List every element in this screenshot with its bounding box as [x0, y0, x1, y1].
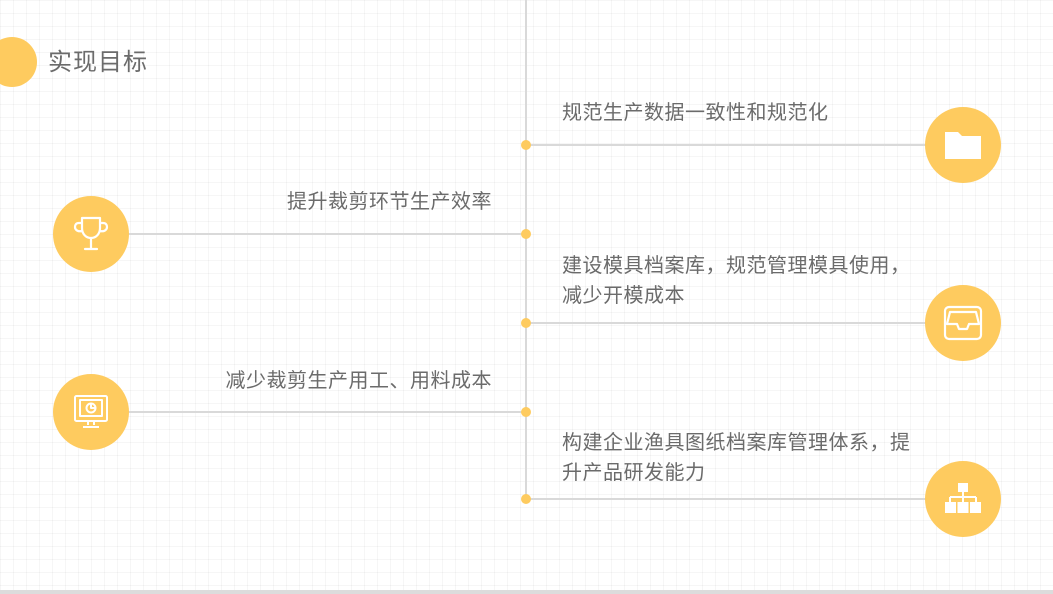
goal-1-icon-circle [925, 107, 1001, 183]
org-chart-icon [944, 482, 982, 516]
goal-4-icon-circle [53, 374, 129, 450]
goal-5-label: 构建企业渔具图纸档案库管理体系，提 升产品研发能力 [562, 427, 911, 487]
goal-2-label: 提升裁剪环节生产效率 [287, 189, 492, 213]
monitor-chart-icon [73, 394, 109, 430]
goal-3-icon-circle [925, 285, 1001, 361]
goal-3-label: 建设模具档案库，规范管理模具使用， 减少开模成本 [562, 250, 911, 310]
timeline-vertical-line [525, 0, 527, 500]
goal-3-connector [526, 322, 926, 324]
folder-icon [944, 130, 982, 160]
goal-5-label-line-2: 升产品研发能力 [562, 460, 706, 484]
bottom-bar [0, 590, 1053, 594]
trophy-icon [71, 216, 111, 252]
goal-3-label-line-2: 减少开模成本 [562, 283, 685, 307]
goal-4-label: 减少裁剪生产用工、用料成本 [225, 368, 492, 392]
inbox-tray-icon [942, 304, 984, 342]
goal-3-node [521, 318, 531, 328]
title-accent-dot [0, 37, 37, 87]
goal-2-node [521, 229, 531, 239]
goal-5-label-line-1: 构建企业渔具图纸档案库管理体系，提 [562, 430, 911, 454]
goal-2-icon-circle [53, 196, 129, 272]
goal-2-connector [128, 233, 526, 235]
goal-1-node [521, 140, 531, 150]
goal-1-connector [526, 144, 926, 146]
goal-5-connector [526, 498, 926, 500]
goal-5-node [521, 494, 531, 504]
goal-4-node [521, 407, 531, 417]
slide-title: 实现目标 [48, 48, 148, 76]
goal-3-label-line-1: 建设模具档案库，规范管理模具使用， [562, 253, 911, 277]
goal-4-connector [128, 411, 526, 413]
goal-5-icon-circle [925, 461, 1001, 537]
goal-1-label: 规范生产数据一致性和规范化 [562, 100, 829, 124]
